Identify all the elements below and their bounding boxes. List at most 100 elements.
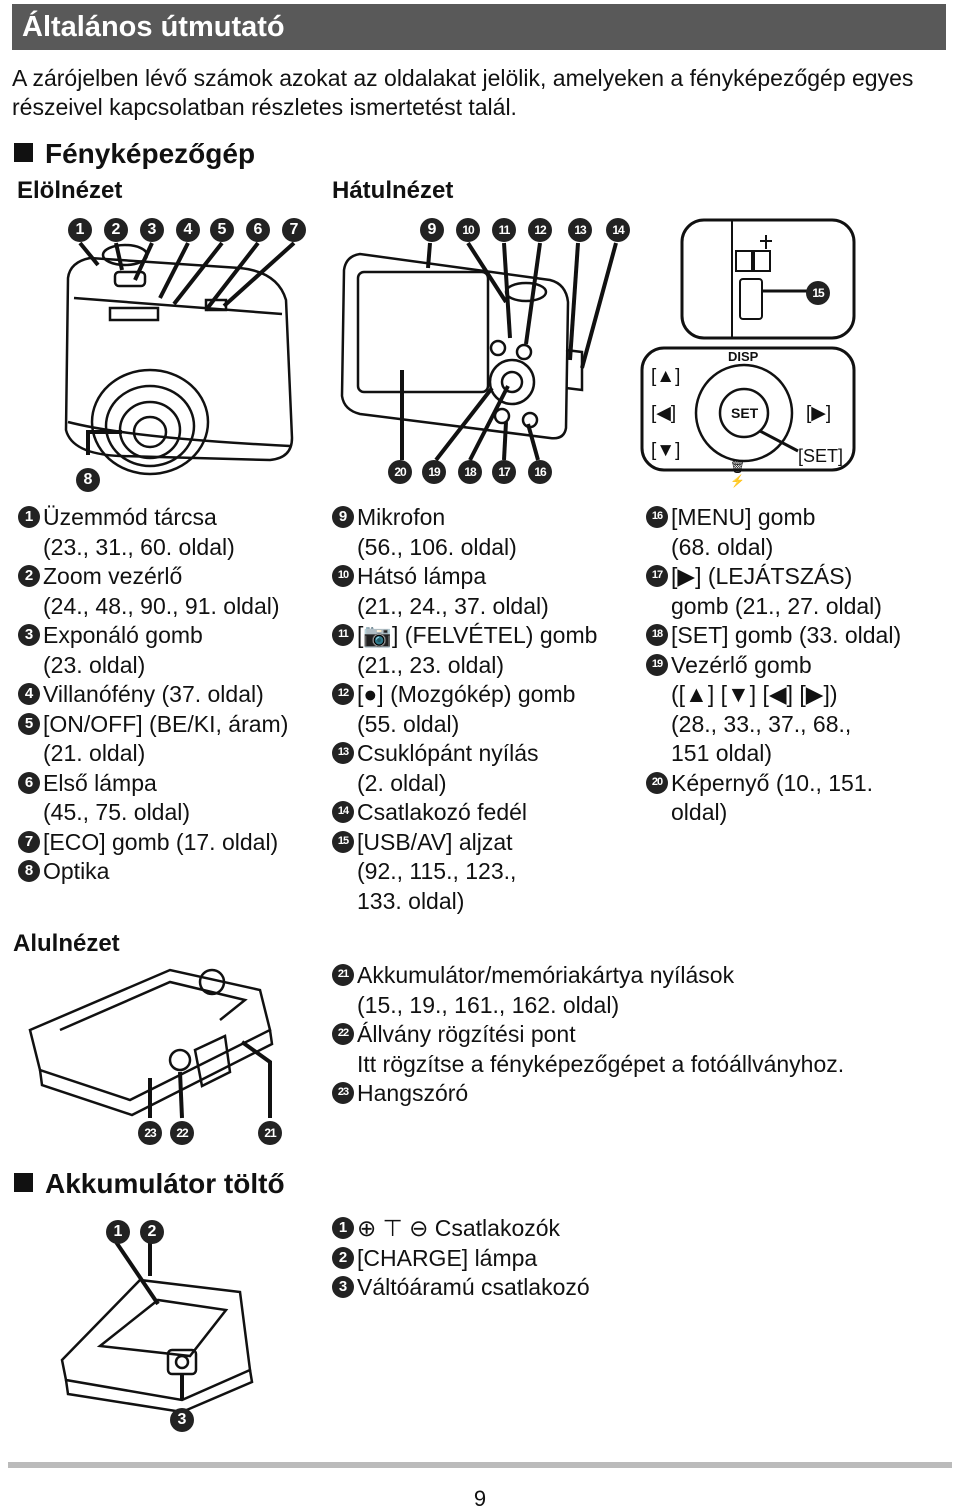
up-key-label: [▲] xyxy=(651,366,681,387)
section-heading-camera: Fényképezőgép xyxy=(14,138,255,170)
list-item: 5[ON/OFF] (BE/KI, áram) (21. oldal) xyxy=(18,710,330,769)
callout-14: 14 xyxy=(606,218,630,242)
item-text: ⊕ ⊤ ⊖ Csatlakozók xyxy=(357,1215,561,1241)
callout-19: 19 xyxy=(422,460,446,484)
callout-2: 2 xyxy=(104,218,128,242)
down-key-label: [▼] xyxy=(651,440,681,461)
callout-9: 9 xyxy=(420,218,444,242)
section-heading-text: Akkumulátor töltő xyxy=(45,1168,285,1199)
list-item: 12[●] (Mozgókép) gomb (55. oldal) xyxy=(332,680,632,739)
square-bullet-icon xyxy=(14,143,33,162)
item-number-badge: 18 xyxy=(646,624,668,646)
list-item: 1⊕ ⊤ ⊖ Csatlakozók xyxy=(332,1214,932,1244)
callout-18: 18 xyxy=(458,460,482,484)
item-number-badge: 3 xyxy=(332,1276,354,1298)
detail-diagram xyxy=(640,218,856,472)
item-number-badge: 23 xyxy=(332,1082,354,1104)
section-heading-text: Fényképezőgép xyxy=(45,138,256,169)
back-leader-lines xyxy=(400,241,618,462)
callout-13: 13 xyxy=(568,218,592,242)
parts-list-col3: 16[MENU] gomb (68. oldal)17[▶] (LEJÁTSZÁ… xyxy=(646,503,946,828)
item-number-badge: 6 xyxy=(18,771,40,794)
item-number-badge: 20 xyxy=(646,771,668,794)
bottom-camera-drawing xyxy=(28,968,274,1117)
intro-paragraph: A zárójelben lévő számok azokat az oldal… xyxy=(12,65,914,120)
left-key-label: [◀] xyxy=(651,403,677,424)
callout-8: 8 xyxy=(76,468,100,492)
item-number-badge: 17 xyxy=(646,565,668,587)
item-number-badge: 14 xyxy=(332,801,354,823)
usb-port-drawing xyxy=(731,220,808,338)
front-view-diagram xyxy=(64,241,296,476)
page-number: 9 xyxy=(473,1486,487,1511)
set-bracket-label: [SET] xyxy=(798,446,844,466)
charger-diagram xyxy=(60,1240,254,1414)
item-number-badge: 10 xyxy=(332,565,354,587)
callout-5: 5 xyxy=(210,218,234,242)
callout-21: 21 xyxy=(258,1121,282,1145)
item-text: [CHARGE] lámpa xyxy=(357,1244,538,1271)
callout-12: 12 xyxy=(528,218,552,242)
item-text: [ECO] gomb (17. oldal) xyxy=(43,828,279,855)
item-number-badge: 19 xyxy=(646,653,668,676)
charger-callout-1: 1 xyxy=(106,1220,130,1244)
list-item: 17[▶] (LEJÁTSZÁS) gomb (21., 27. oldal) xyxy=(646,562,946,621)
item-text: Váltóáramú csatlakozó xyxy=(357,1274,590,1300)
item-text: [📷] (FELVÉTEL) gomb (21., 23. oldal) xyxy=(357,622,598,678)
item-text: Első lámpa (45., 75. oldal) xyxy=(43,769,191,826)
bottom-view-diagram xyxy=(28,968,274,1119)
callout-17: 17 xyxy=(492,460,516,484)
item-text: Optika xyxy=(43,858,110,884)
right-key-label: [▶] xyxy=(806,403,832,424)
item-text: [USB/AV] aljzat (92., 115., 123., 133. o… xyxy=(357,828,517,914)
item-number-badge: 15 xyxy=(332,830,354,853)
item-text: Mikrofon (56., 106. oldal) xyxy=(357,504,517,560)
item-text: Vezérlő gomb ([▲] [▼] [◀] [▶]) (28., 33.… xyxy=(671,651,852,767)
item-number-badge: 2 xyxy=(18,565,40,587)
back-camera-drawing xyxy=(340,252,584,440)
item-number-badge: 3 xyxy=(18,624,40,646)
set-button-label: SET xyxy=(731,405,759,421)
callout-20: 20 xyxy=(388,460,412,484)
item-text: Csatlakozó fedél xyxy=(357,799,528,825)
charger-callout-3: 3 xyxy=(170,1408,194,1432)
callout-6: 6 xyxy=(246,218,270,242)
disp-label: DISP xyxy=(728,349,759,364)
callout-4: 4 xyxy=(176,218,200,242)
item-number-badge: 13 xyxy=(332,742,354,764)
list-item: 18[SET] gomb (33. oldal) xyxy=(646,621,946,651)
item-number-badge: 16 xyxy=(646,506,668,528)
front-camera-drawing xyxy=(64,243,294,476)
item-text: [▶] (LEJÁTSZÁS) gomb (21., 27. oldal) xyxy=(671,563,882,619)
charger-callout-2: 2 xyxy=(140,1220,164,1244)
item-text: Állvány rögzítési pont Itt rögzítse a fé… xyxy=(357,1021,845,1077)
trash-flash-icon: 🗑⚡ xyxy=(730,460,746,488)
item-number-badge: 21 xyxy=(332,964,354,986)
item-text: [MENU] gomb (68. oldal) xyxy=(671,504,816,560)
callout-16: 16 xyxy=(528,460,552,484)
back-view-label: Hátulnézet xyxy=(332,177,454,204)
callout-11: 11 xyxy=(492,218,516,242)
item-text: Exponáló gomb (23. oldal) xyxy=(43,622,203,678)
charger-leader-lines xyxy=(114,1240,184,1400)
square-bullet-icon xyxy=(14,1173,33,1192)
item-text: Csuklópánt nyílás (2. oldal) xyxy=(357,740,539,796)
item-text: Zoom vezérlő (24., 48., 90., 91. oldal) xyxy=(43,563,280,619)
